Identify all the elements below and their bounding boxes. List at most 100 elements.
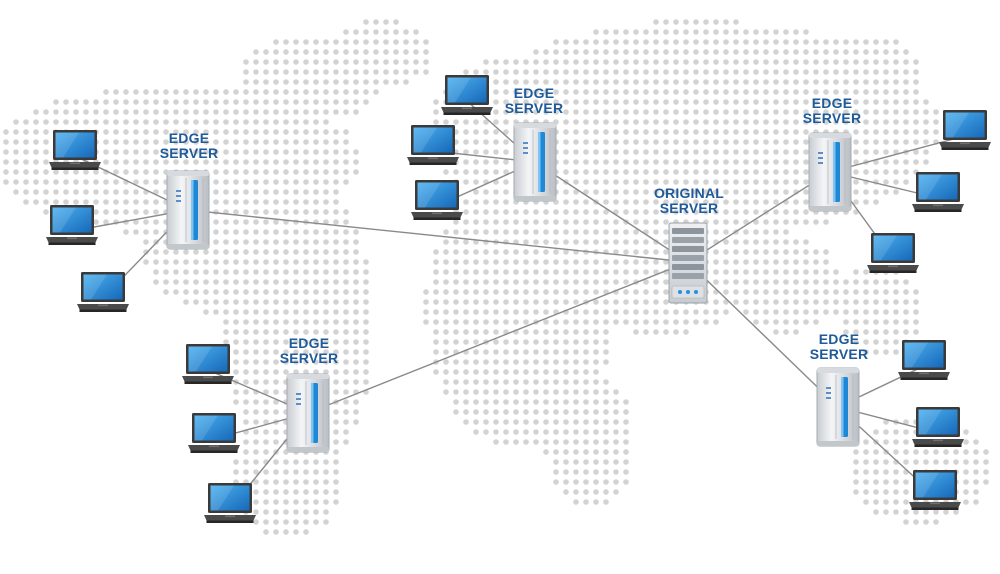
map-dot bbox=[143, 149, 149, 155]
map-dot bbox=[803, 299, 809, 305]
map-dot bbox=[903, 289, 909, 295]
map-dot bbox=[333, 459, 339, 465]
map-dot bbox=[983, 469, 989, 475]
map-dot bbox=[183, 269, 189, 275]
map-dot bbox=[663, 209, 669, 215]
map-dot bbox=[873, 329, 879, 335]
map-dot bbox=[353, 279, 359, 285]
map-dot bbox=[303, 149, 309, 155]
map-dot bbox=[643, 169, 649, 175]
map-dot bbox=[723, 89, 729, 95]
map-dot bbox=[583, 89, 589, 95]
map-dot bbox=[253, 439, 259, 445]
map-dot bbox=[803, 119, 809, 125]
map-dot bbox=[613, 249, 619, 255]
map-dot bbox=[703, 319, 709, 325]
map-dot bbox=[213, 199, 219, 205]
map-dot bbox=[153, 109, 159, 115]
map-dot bbox=[433, 329, 439, 335]
map-dot bbox=[313, 269, 319, 275]
map-dot bbox=[653, 39, 659, 45]
map-dot bbox=[563, 419, 569, 425]
map-dot bbox=[533, 209, 539, 215]
map-dot bbox=[763, 319, 769, 325]
map-dot bbox=[393, 19, 399, 25]
map-dot bbox=[513, 309, 519, 315]
map-dot bbox=[623, 299, 629, 305]
map-dot bbox=[43, 159, 49, 165]
map-dot bbox=[283, 479, 289, 485]
map-dot bbox=[473, 189, 479, 195]
map-dot bbox=[313, 39, 319, 45]
map-dot bbox=[103, 129, 109, 135]
map-dot bbox=[443, 319, 449, 325]
map-dot bbox=[483, 209, 489, 215]
map-dot bbox=[233, 229, 239, 235]
map-dot bbox=[733, 179, 739, 185]
map-dot bbox=[233, 109, 239, 115]
map-dot bbox=[853, 109, 859, 115]
map-dot bbox=[63, 119, 69, 125]
map-dot bbox=[353, 59, 359, 65]
map-dot bbox=[543, 339, 549, 345]
map-dot bbox=[353, 239, 359, 245]
map-dot bbox=[363, 99, 369, 105]
map-dot bbox=[823, 109, 829, 115]
map-dot bbox=[263, 339, 269, 345]
map-dot bbox=[233, 189, 239, 195]
map-dot bbox=[133, 139, 139, 145]
map-dot bbox=[373, 29, 379, 35]
map-dot bbox=[883, 39, 889, 45]
map-dot bbox=[533, 109, 539, 115]
map-dot bbox=[853, 299, 859, 305]
map-dot bbox=[783, 69, 789, 75]
map-dot bbox=[673, 119, 679, 125]
map-dot bbox=[503, 199, 509, 205]
map-dot bbox=[613, 29, 619, 35]
map-dot bbox=[613, 259, 619, 265]
map-dot bbox=[753, 189, 759, 195]
map-dot bbox=[593, 129, 599, 135]
map-dot bbox=[863, 49, 869, 55]
map-dot bbox=[713, 279, 719, 285]
map-dot bbox=[733, 99, 739, 105]
map-dot bbox=[723, 249, 729, 255]
map-dot bbox=[83, 119, 89, 125]
map-dot bbox=[493, 279, 499, 285]
map-dot bbox=[463, 169, 469, 175]
map-dot bbox=[623, 439, 629, 445]
map-dot bbox=[743, 179, 749, 185]
map-dot bbox=[173, 99, 179, 105]
map-dot bbox=[233, 199, 239, 205]
map-dot bbox=[533, 269, 539, 275]
map-dot bbox=[683, 149, 689, 155]
map-dot bbox=[613, 469, 619, 475]
map-dot bbox=[273, 79, 279, 85]
map-dot bbox=[663, 99, 669, 105]
map-dot bbox=[603, 339, 609, 345]
map-dot bbox=[273, 339, 279, 345]
map-dot bbox=[193, 279, 199, 285]
map-dot bbox=[703, 89, 709, 95]
map-dot bbox=[253, 409, 259, 415]
map-dot bbox=[873, 499, 879, 505]
map-dot bbox=[63, 109, 69, 115]
map-dot bbox=[883, 79, 889, 85]
map-dot bbox=[213, 239, 219, 245]
map-dot bbox=[773, 189, 779, 195]
map-dot bbox=[633, 179, 639, 185]
map-dot bbox=[293, 469, 299, 475]
map-dot bbox=[693, 109, 699, 115]
map-dot bbox=[233, 179, 239, 185]
map-dot bbox=[343, 69, 349, 75]
map-dot bbox=[513, 249, 519, 255]
map-dot bbox=[283, 79, 289, 85]
map-dot bbox=[163, 129, 169, 135]
map-dot bbox=[93, 109, 99, 115]
map-dot bbox=[473, 339, 479, 345]
map-dot bbox=[153, 139, 159, 145]
map-dot bbox=[503, 219, 509, 225]
